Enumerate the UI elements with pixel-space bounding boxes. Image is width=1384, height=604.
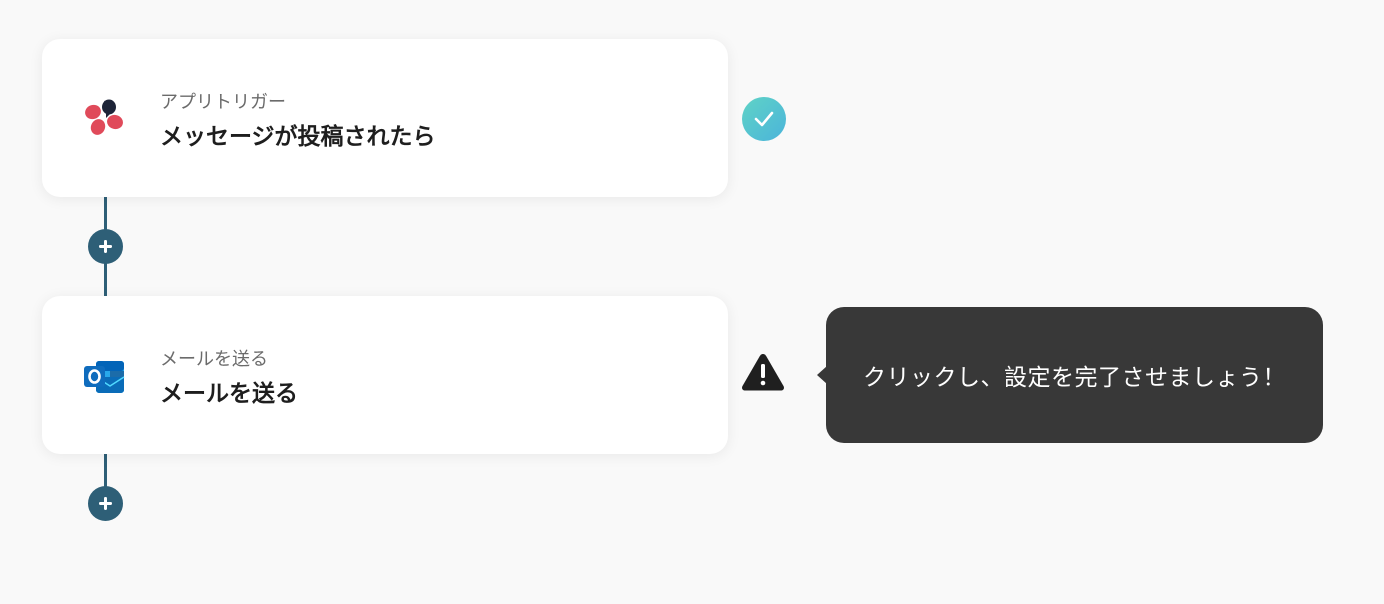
tooltip-text: クリックし、設定を完了させましょう！ <box>863 365 1286 391</box>
slack-style-flower-icon <box>82 96 128 142</box>
warning-triangle-icon <box>740 351 786 393</box>
step-subtitle: メールを送る <box>160 349 268 370</box>
flow-connector-line <box>104 454 107 494</box>
flow-step-card-trigger[interactable]: アプリトリガー メッセージが投稿されたら <box>42 39 728 197</box>
flow-step-card-send-mail[interactable]: メールを送る メールを送る <box>42 296 728 454</box>
step-title: メールを送る <box>160 381 298 407</box>
step-title: メッセージが投稿されたら <box>160 124 436 150</box>
step-subtitle: アプリトリガー <box>160 92 286 113</box>
add-step-button[interactable] <box>88 229 123 264</box>
plus-icon <box>99 497 112 510</box>
tooltip-arrow <box>817 366 827 384</box>
setup-hint-tooltip: クリックし、設定を完了させましょう！ <box>826 307 1323 443</box>
outlook-icon <box>82 353 128 399</box>
check-circle-icon <box>742 97 786 141</box>
plus-icon <box>99 240 112 253</box>
add-step-button[interactable] <box>88 486 123 521</box>
